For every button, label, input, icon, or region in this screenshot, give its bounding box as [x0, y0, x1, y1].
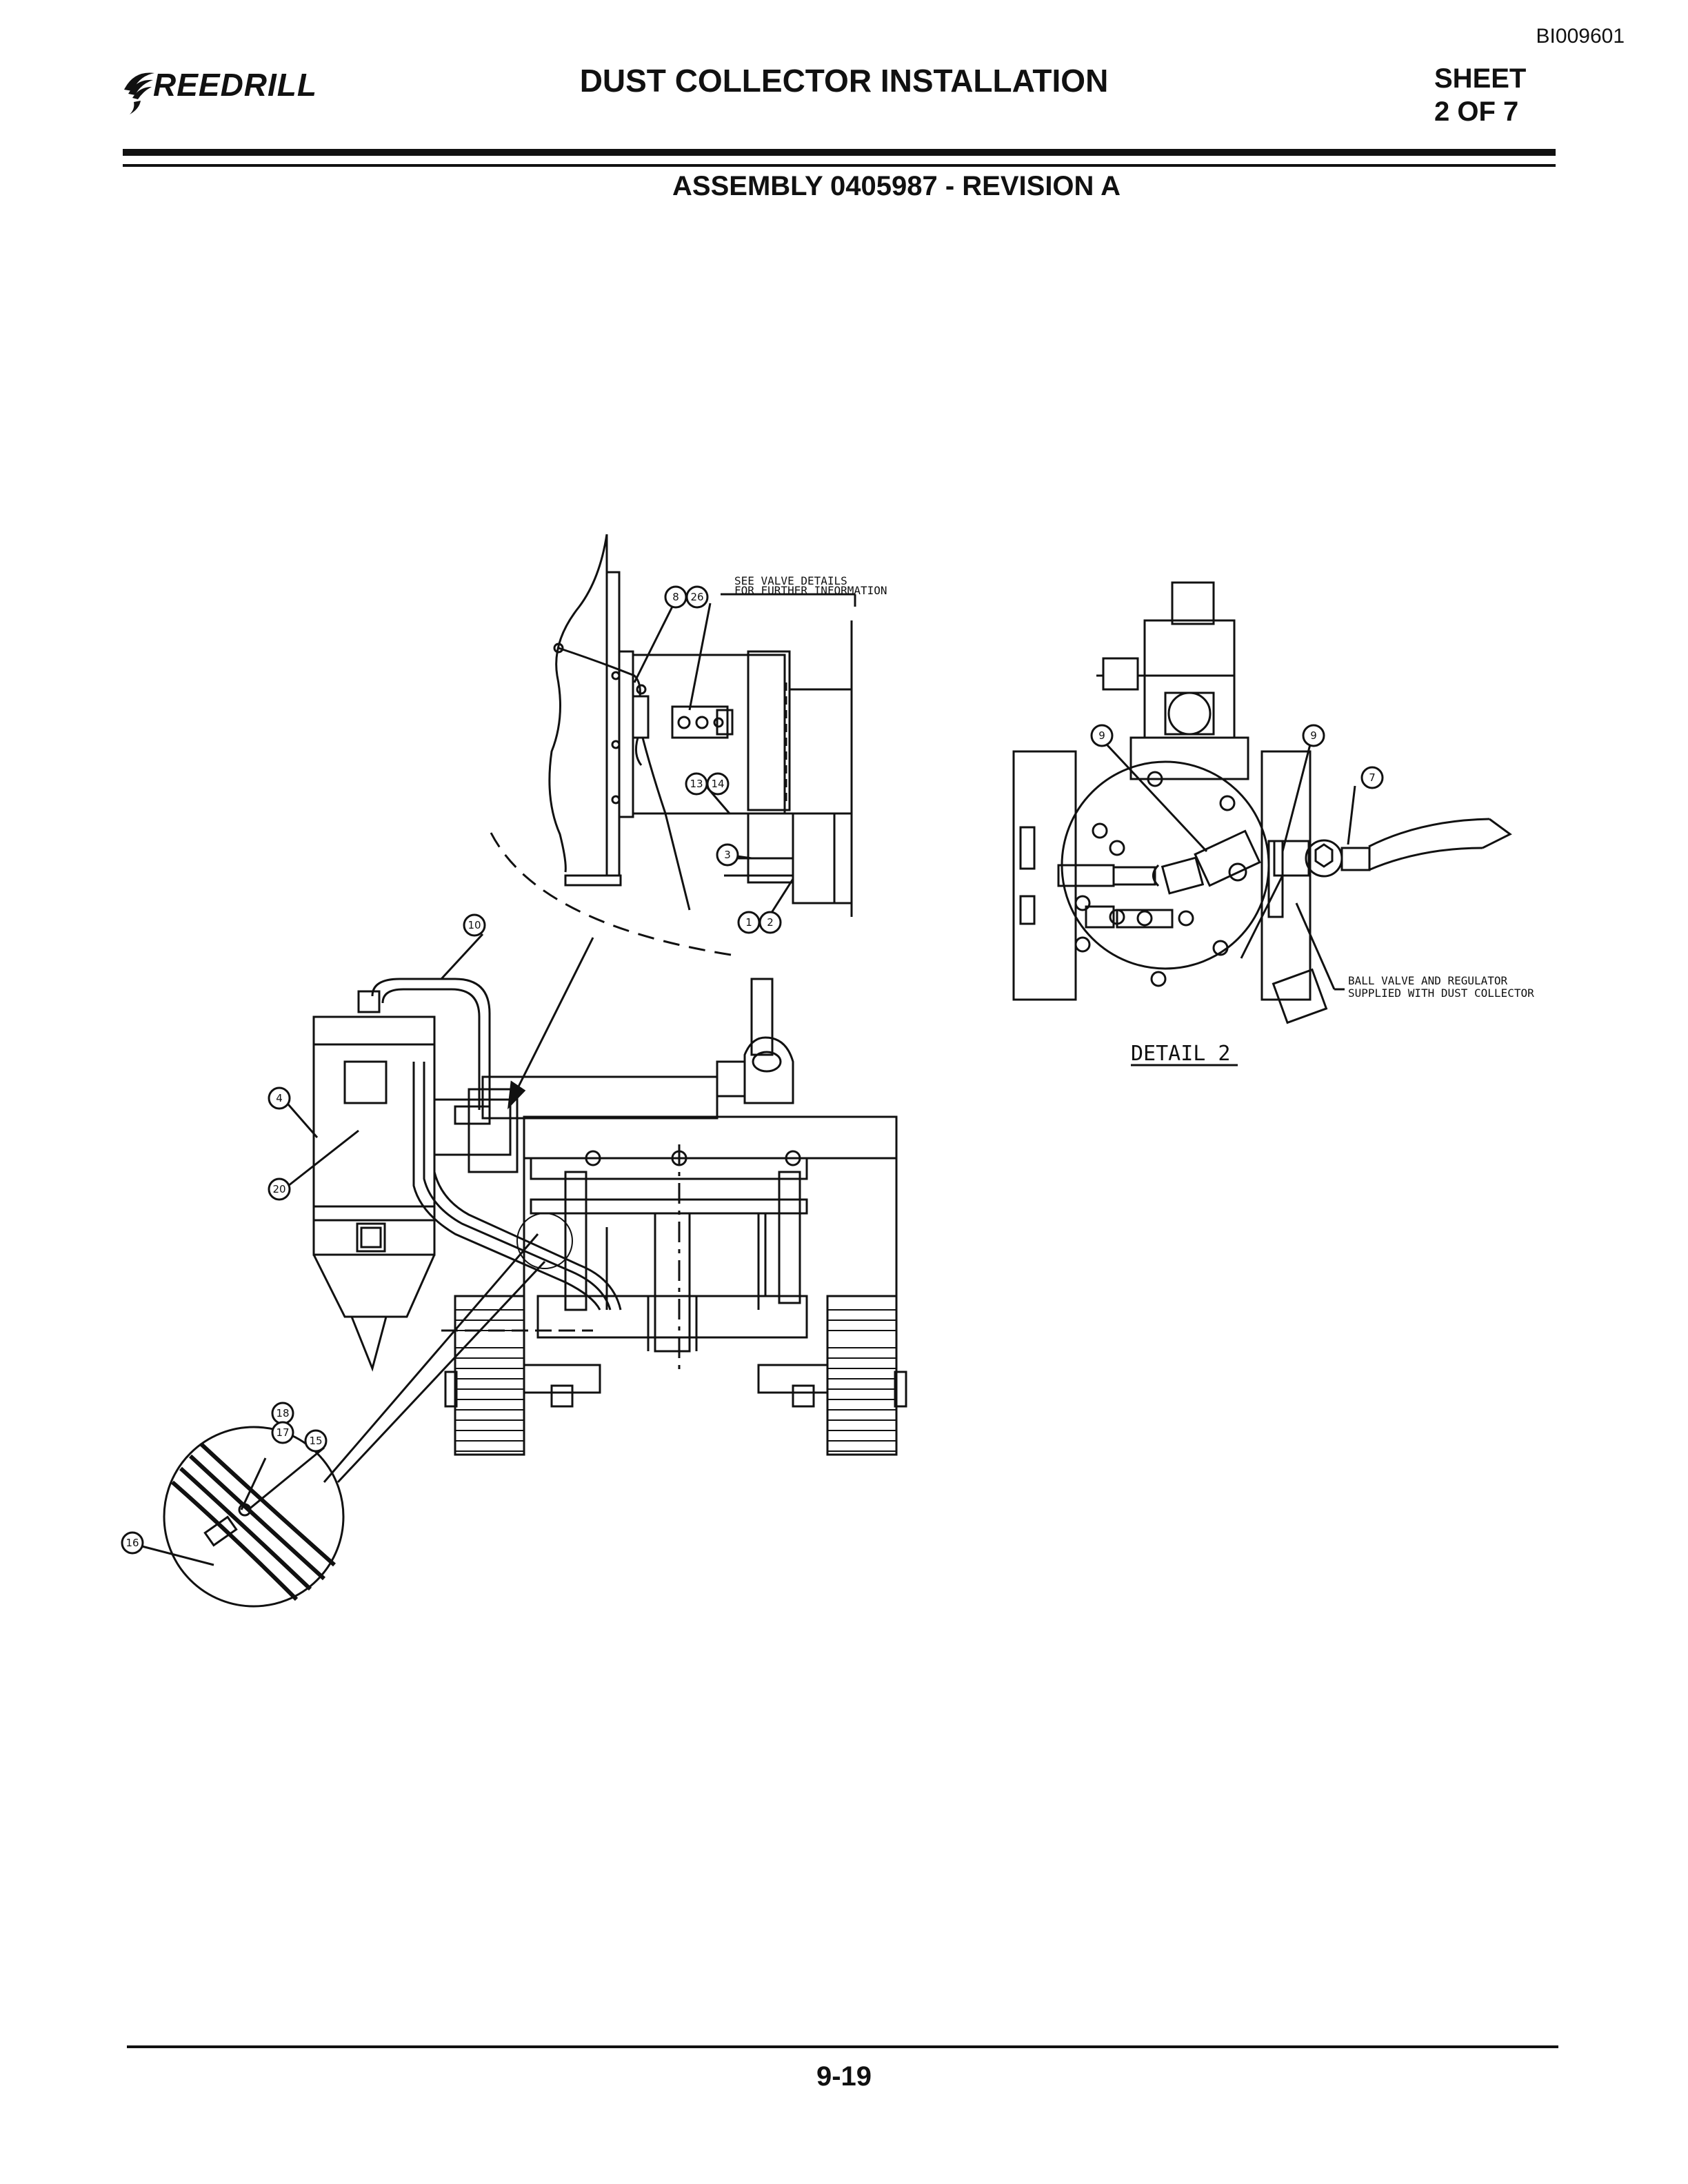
sheet-number: SHEET 2 OF 7	[1434, 62, 1526, 128]
ball-valve-note-line2: SUPPLIED WITH DUST COLLECTOR	[1348, 987, 1534, 1000]
clamp-enlargement-detail	[163, 1426, 345, 1608]
valve-note-line2: FOR FURTHER INFORMATION	[734, 584, 887, 597]
callout-8: 8	[672, 591, 679, 603]
callout-bubble-20	[268, 1177, 291, 1201]
detail-boundary-arc	[490, 832, 732, 956]
drill-rig-main-view	[312, 978, 907, 1484]
sheet-label: SHEET	[1434, 63, 1527, 94]
footer-rule	[127, 2045, 1558, 2048]
callout-26: 26	[690, 591, 703, 603]
callout-bubble-9-right	[1302, 724, 1325, 747]
assembly-subtitle: ASSEMBLY 0405987 - REVISION A	[672, 171, 1121, 201]
callout-bubble-26	[685, 585, 709, 609]
ball-valve-note-line1: BALL VALVE AND REGULATOR	[1348, 974, 1508, 987]
document-id: BI009601	[1536, 25, 1625, 48]
callout-9-right: 9	[1310, 729, 1317, 742]
callout-bubble-7	[1360, 766, 1384, 789]
callout-9-left: 9	[1098, 729, 1105, 742]
header-rule-thick	[123, 149, 1556, 156]
detail-pointer-arrow	[516, 937, 594, 1090]
callout-13: 13	[690, 778, 703, 790]
sheet-count: 2 OF 7	[1434, 97, 1519, 127]
callout-20: 20	[272, 1183, 285, 1195]
valve-mount-detail	[548, 534, 856, 918]
callout-16: 16	[125, 1537, 139, 1549]
callout-18: 18	[276, 1407, 289, 1419]
callout-bubble-17	[271, 1421, 294, 1444]
detail-2-label: DETAIL 2	[1131, 1042, 1231, 1066]
page-title: DUST COLLECTOR INSTALLATION	[579, 63, 1109, 99]
callout-4: 4	[276, 1092, 283, 1104]
detail-2-ball-valve	[1012, 581, 1512, 1066]
callout-bubble-14	[706, 772, 730, 796]
valve-note-line1: SEE VALVE DETAILS	[734, 574, 847, 587]
callout-bubble-3	[716, 843, 739, 867]
callout-bubble-9-left	[1090, 724, 1114, 747]
callout-1: 1	[745, 916, 752, 929]
callout-bubble-10	[463, 913, 486, 937]
reedrill-logo: REEDRILL	[119, 63, 325, 119]
callout-7: 7	[1369, 771, 1376, 784]
callout-bubble-2	[758, 911, 782, 934]
callout-15: 15	[309, 1435, 322, 1447]
callout-10: 10	[468, 919, 481, 931]
callout-17: 17	[276, 1426, 289, 1439]
callout-14: 14	[711, 778, 724, 790]
logo-swirl-icon	[124, 72, 154, 114]
callout-bubble-15	[304, 1429, 328, 1453]
page-number: 9-19	[816, 2061, 872, 2092]
logo-wordmark: REEDRILL	[153, 67, 317, 103]
callout-bubble-16	[121, 1531, 144, 1555]
header-rule-thin	[123, 164, 1556, 167]
callout-3: 3	[724, 849, 731, 861]
callout-2: 2	[767, 916, 774, 929]
callout-bubble-4	[268, 1086, 291, 1110]
